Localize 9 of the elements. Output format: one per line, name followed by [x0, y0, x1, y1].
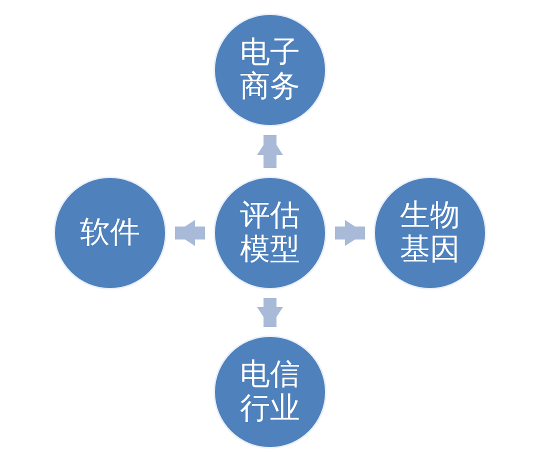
node-label: 电子商务	[239, 36, 301, 104]
arrow	[335, 220, 365, 246]
node-label: 软件	[79, 216, 141, 250]
node-label: 生物基因	[399, 198, 461, 268]
arrow	[175, 220, 205, 246]
node-label: 电信行业	[239, 358, 301, 426]
arrow	[257, 135, 283, 168]
arrow	[257, 298, 283, 327]
node-label: 评估模型	[239, 198, 301, 268]
